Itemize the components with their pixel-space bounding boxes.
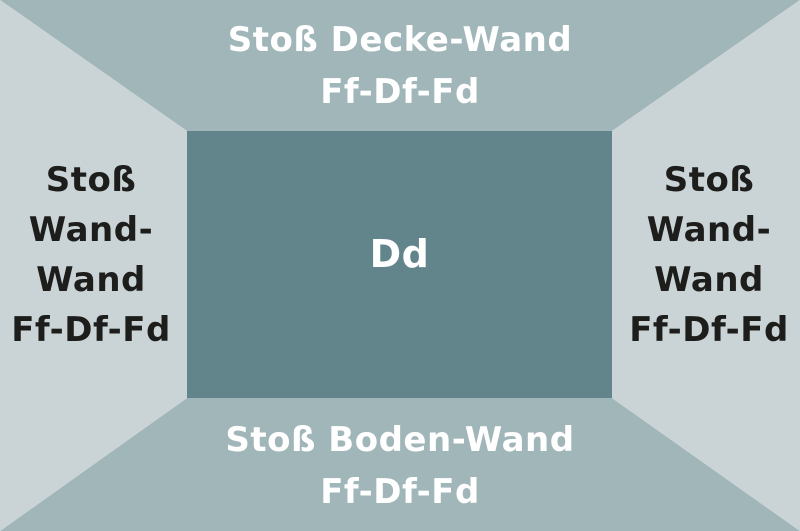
left-label-line: Stoß [45, 160, 137, 200]
top-panel-label: Stoß Decke-Wand Ff-Df-Fd [150, 14, 650, 118]
top-label-line: Ff-Df-Fd [320, 72, 480, 112]
right-panel-label: Stoß Wand- Wand Ff-Df-Fd [618, 155, 800, 355]
bottom-panel-label: Stoß Boden-Wand Ff-Df-Fd [150, 414, 650, 518]
bottom-label-line: Ff-Df-Fd [320, 472, 480, 512]
top-label-line: Stoß Decke-Wand [227, 20, 573, 60]
right-label-line: Ff-Df-Fd [629, 310, 789, 350]
left-label-line: Wand- [28, 210, 154, 250]
bottom-label-line: Stoß Boden-Wand [225, 420, 575, 460]
center-panel [187, 131, 612, 398]
top-panel [0, 0, 800, 131]
right-label-line: Stoß [663, 160, 755, 200]
bottom-panel [0, 398, 800, 531]
left-label-line: Wand [36, 260, 146, 300]
right-label-line: Wand- [646, 210, 772, 250]
right-label-line: Wand [654, 260, 764, 300]
center-panel-label: Dd [187, 131, 612, 376]
left-panel [0, 0, 187, 531]
left-label-line: Ff-Df-Fd [11, 310, 171, 350]
center-label-line: Dd [369, 231, 430, 276]
left-panel-label: Stoß Wand- Wand Ff-Df-Fd [0, 155, 182, 355]
right-panel [612, 0, 800, 531]
